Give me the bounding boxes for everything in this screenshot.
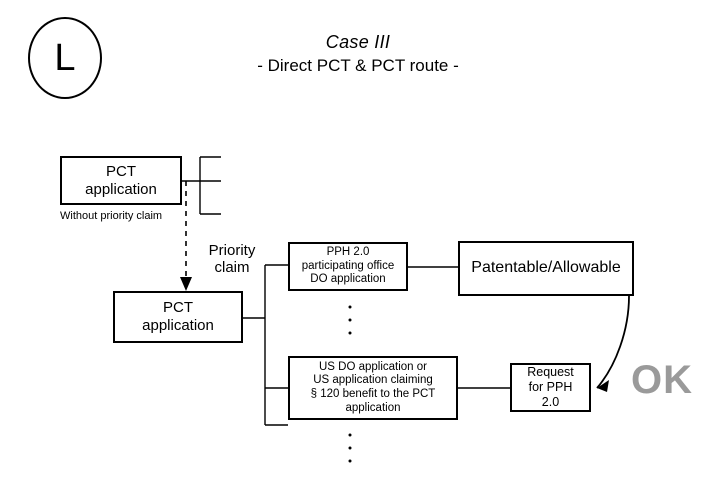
arrowhead-priority-claim [180, 277, 192, 291]
ellipsis-bottom [348, 433, 352, 463]
node-pph-line1: PPH 2.0 [326, 246, 370, 259]
node-usdo-line4: application [345, 401, 401, 414]
node-request-for-pph[interactable]: Request for PPH 2.0 [510, 363, 591, 412]
node-usdo-line1: US DO application or [318, 360, 427, 373]
arrowhead-to-request [597, 380, 609, 392]
annotation-ok: OK [631, 358, 693, 402]
ellipsis-middle [348, 305, 352, 335]
case-badge-letter: L [54, 36, 76, 79]
caption-without-priority-claim: Without priority claim [60, 210, 163, 222]
edge-label-priority-claim-line1: Priority [208, 242, 256, 259]
page-subtitle: - Direct PCT & PCT route - [257, 56, 459, 75]
connector-patentable-to-request-curve [596, 295, 630, 389]
title-block: Case III - Direct PCT & PCT route - [188, 32, 528, 76]
edge-label-priority-claim-line2: claim [214, 258, 250, 276]
node-pph-line2: participating office [301, 259, 395, 272]
node-pct-main-line2: application [142, 317, 214, 334]
node-request-line3: 2.0 [541, 394, 560, 409]
node-pct-application-main[interactable]: PCT application [113, 291, 243, 343]
node-pph-participating-office[interactable]: PPH 2.0 participating office DO applicat… [288, 242, 408, 291]
node-pct-top-line2: application [85, 180, 157, 198]
node-patentable-label: Patentable/Allowable [471, 259, 621, 277]
node-request-line1: Request [527, 365, 574, 380]
node-patentable-allowable[interactable]: Patentable/Allowable [458, 241, 634, 296]
case-badge-icon: L [28, 17, 102, 99]
node-usdo-line3: § 120 benefit to the PCT [310, 388, 436, 400]
node-usdo-line2: US application claiming [313, 374, 433, 387]
page-title: Case III [325, 32, 391, 52]
node-request-line2: for PPH [528, 380, 573, 395]
node-pct-application-top[interactable]: PCT application [60, 156, 182, 205]
edge-label-priority-claim: Priority claim [196, 242, 268, 276]
node-pct-main-line1: PCT [163, 299, 193, 317]
node-us-do-application[interactable]: US DO application or US application clai… [288, 356, 458, 420]
node-pph-line3: DO application [310, 273, 386, 286]
node-pct-top-line1: PCT [106, 162, 136, 180]
